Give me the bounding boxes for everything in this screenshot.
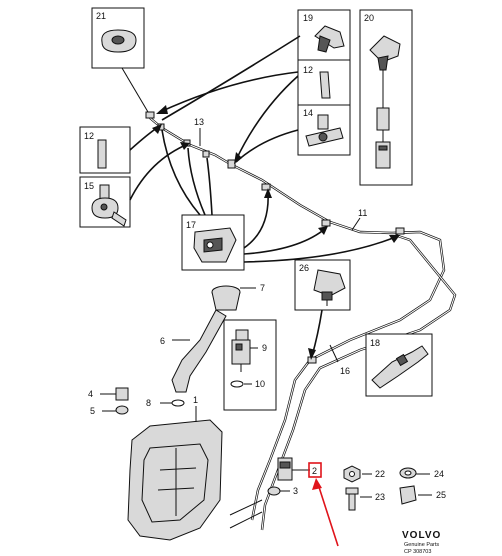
grommet-icon — [115, 405, 129, 415]
washer-nozzle-icon — [314, 25, 345, 49]
callout-4: 4 — [88, 389, 93, 399]
callout-26: 26 — [299, 263, 309, 273]
callout-12a: 12 — [303, 65, 313, 75]
box-part-15: 15 — [79, 176, 131, 228]
clip-icon — [227, 159, 236, 169]
callout-16: 16 — [340, 366, 350, 376]
brand-tagline: Genuine Parts — [404, 542, 439, 548]
fasteners: 22 24 23 25 — [343, 465, 446, 511]
callout-3: 3 — [293, 486, 298, 496]
hose-piece-icon — [97, 139, 107, 169]
box-part-18: 18 — [365, 333, 433, 397]
callout-2: 2 — [312, 466, 317, 476]
callout-13: 13 — [194, 117, 204, 127]
callout-25: 25 — [436, 490, 446, 500]
reservoir-icon — [127, 419, 223, 541]
level-sensor: 4 5 — [88, 387, 129, 416]
clip-icon — [145, 111, 155, 119]
bolt-icon — [345, 487, 359, 495]
box-part-26: 26 — [294, 259, 351, 311]
clip-icon — [261, 183, 271, 191]
callout-5: 5 — [90, 406, 95, 416]
washer-reservoir: 1 — [127, 395, 223, 541]
clip-icon — [321, 219, 331, 227]
callout-23: 23 — [375, 492, 385, 502]
callout-1: 1 — [193, 395, 198, 405]
box-part-19: 19 — [297, 9, 351, 61]
box-part-14: 14 — [297, 104, 351, 156]
clip-icon — [313, 269, 346, 297]
box-part-17: 17 — [181, 214, 245, 271]
callout-6: 6 — [160, 336, 165, 346]
hose-labels: 13 11 16 — [194, 117, 367, 376]
callout-10: 10 — [255, 379, 265, 389]
clip-icon — [395, 227, 405, 235]
callout-20: 20 — [364, 13, 374, 23]
callout-17: 17 — [186, 220, 196, 230]
seal-8: 8 — [146, 398, 185, 408]
brand-block: VOLVO Genuine Parts CP 308703 — [402, 530, 441, 555]
callout-19: 19 — [303, 13, 313, 23]
pointer-arrow — [317, 483, 339, 547]
callout-18: 18 — [370, 338, 380, 348]
callout-7: 7 — [260, 283, 265, 293]
diagram-code: CP 308703 — [404, 549, 431, 555]
clip-nut-icon — [399, 485, 417, 505]
washer-pump-icon — [277, 457, 293, 481]
callout-8: 8 — [146, 398, 151, 408]
filler-neck: 7 6 — [160, 283, 265, 393]
filler-pipe-icon — [171, 309, 227, 393]
callout-24: 24 — [434, 469, 444, 479]
box-part-21: 21 — [91, 7, 149, 113]
callout-11: 11 — [358, 208, 367, 218]
seal-ring-icon — [171, 399, 185, 407]
callout-14: 14 — [303, 108, 313, 118]
callout-21: 21 — [96, 11, 106, 21]
callout-15: 15 — [84, 181, 94, 191]
hose-piece-icon — [319, 71, 331, 99]
level-sensor-icon — [115, 387, 129, 401]
assembly-arrows — [129, 35, 400, 360]
clip-icon — [202, 150, 210, 158]
check-valve-icon — [317, 114, 329, 130]
pump-icon — [235, 329, 249, 341]
brand-logo: VOLVO — [402, 530, 441, 541]
hose-routing — [149, 117, 457, 531]
callout-22: 22 — [375, 469, 385, 479]
washer-pump-2: 2 3 — [267, 457, 339, 547]
connector-icon — [99, 184, 110, 200]
seal-ring-icon — [230, 380, 244, 388]
highlight-box — [308, 462, 322, 478]
box-part-9-10: 9 10 — [223, 319, 277, 411]
callout-9: 9 — [262, 343, 267, 353]
box-part-20: 20 — [359, 9, 413, 186]
box-part-12-left: 12 — [79, 126, 131, 174]
grommet-icon — [267, 486, 281, 496]
box-part-12-top: 12 — [297, 59, 351, 106]
callout-12b: 12 — [84, 131, 94, 141]
